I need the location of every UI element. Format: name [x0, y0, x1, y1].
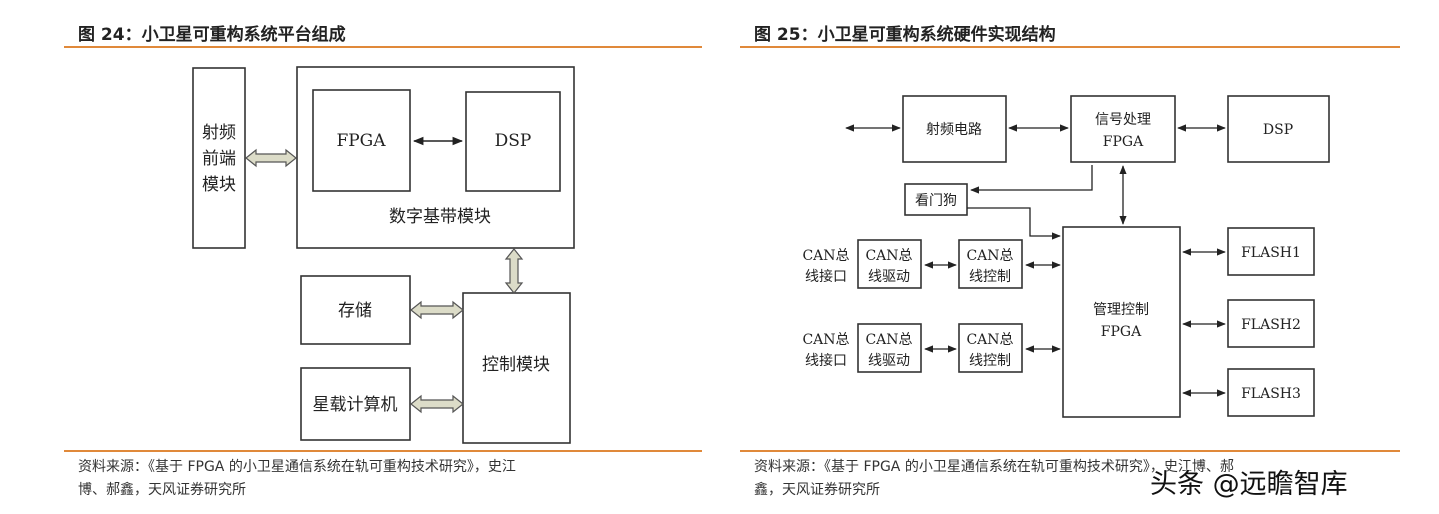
figure-25-source-line-2: 鑫，天风证券研究所	[754, 482, 880, 498]
storage-label: 存储	[338, 301, 372, 321]
source-rule-right	[740, 450, 1400, 452]
figure-24-source-line-1: 资料来源：《基于 FPGA 的小卫星通信系统在轨可重构技术研究》，史江	[78, 459, 516, 475]
can-if-1-label-1: CAN总	[802, 248, 849, 264]
watchdog-label: 看门狗	[915, 193, 957, 209]
can-row-1: CAN总 线接口 CAN总 线驱动 CAN总 线控制	[802, 239, 1061, 289]
can-drv-1-label-1: CAN总	[865, 248, 912, 264]
rf-frontend-label-1: 射频	[202, 123, 236, 143]
can-ctl-2-box	[958, 323, 1023, 373]
rf-baseband-fat-arrow	[245, 148, 297, 168]
signal-fpga-box	[1070, 95, 1176, 163]
dsp-box	[465, 91, 561, 192]
flash1-label: FLASH1	[1241, 245, 1301, 261]
can-ctl-2-label-2: 线控制	[969, 353, 1011, 369]
rf-frontend-label-2: 前端	[202, 149, 236, 169]
flash1-box	[1227, 227, 1315, 276]
signal-fpga-label-1: 信号处理	[1095, 112, 1151, 128]
watchdog-mgmt-arrow	[967, 207, 1061, 240]
title-rule-left	[64, 46, 702, 48]
rf-circuit-box	[902, 95, 1007, 163]
figure-24-source-line-2: 博、郝鑫，天风证券研究所	[78, 482, 246, 498]
fig25-diagram: 射频电路 信号处理 FPGA DSP 看门狗 管理控制 FPGA FLASH1 …	[802, 95, 1330, 418]
can-ctl-1-box	[958, 239, 1023, 289]
dsp-label: DSP	[495, 131, 532, 151]
can-drv-2-box	[857, 323, 922, 373]
dsp25-label: DSP	[1263, 122, 1293, 138]
rf-frontend-box	[192, 67, 246, 249]
mgmt-fpga-label-2: FPGA	[1101, 324, 1142, 340]
control-module-box	[462, 292, 571, 444]
storage-control-fat-arrow	[410, 300, 464, 320]
fpga-label: FPGA	[336, 131, 386, 151]
rf-circuit-label: 射频电路	[926, 122, 982, 138]
can-ctl-1-label-2: 线控制	[969, 269, 1011, 285]
flash2-box	[1227, 299, 1315, 348]
onboard-computer-label: 星载计算机	[313, 395, 398, 415]
figure-24-title: 图 24：小卫星可重构系统平台组成	[78, 25, 346, 45]
figure-25-source-line-1: 资料来源：《基于 FPGA 的小卫星通信系统在轨可重构技术研究》，史江博、郝	[754, 459, 1234, 475]
control-module-label: 控制模块	[482, 355, 550, 375]
can-drv-2-label-2: 线驱动	[868, 353, 910, 369]
source-rule-left	[64, 450, 702, 452]
figure-25-source: 资料来源：《基于 FPGA 的小卫星通信系统在轨可重构技术研究》，史江博、郝 鑫…	[754, 456, 1404, 502]
can-ctl-1-label-1: CAN总	[966, 248, 1013, 264]
storage-box	[300, 275, 411, 345]
rf-frontend-label-3: 模块	[202, 175, 236, 195]
mgmt-fpga-label-1: 管理控制	[1093, 302, 1149, 318]
baseband-control-fat-arrow	[504, 248, 524, 294]
computer-control-fat-arrow	[410, 394, 464, 414]
signal-fpga-label-2: FPGA	[1103, 134, 1144, 150]
watchdog-box	[904, 183, 968, 216]
flash2-label: FLASH2	[1241, 317, 1301, 333]
fpga-box	[312, 89, 411, 192]
digital-baseband-label: 数字基带模块	[389, 207, 491, 227]
can-drv-1-box	[857, 239, 922, 289]
fig24-diagram: 射频 前端 模块 FPGA DSP 数字基带模块 存储 星载计算机 控制模块	[192, 66, 575, 444]
flash3-label: FLASH3	[1241, 386, 1301, 402]
dsp25-box	[1227, 95, 1330, 163]
title-rule-right	[740, 46, 1400, 48]
signal-watchdog-arrow	[970, 165, 1093, 194]
mgmt-fpga-box	[1062, 226, 1181, 418]
figure-25-title: 图 25：小卫星可重构系统硬件实现结构	[754, 25, 1056, 45]
can-row-2: CAN总 线接口 CAN总 线驱动 CAN总 线控制	[802, 323, 1061, 373]
onboard-computer-box	[300, 367, 411, 441]
can-drv-1-label-2: 线驱动	[868, 269, 910, 285]
can-if-2-label-2: 线接口	[805, 352, 847, 369]
can-if-1-label-2: 线接口	[805, 268, 847, 285]
can-ctl-2-label-1: CAN总	[966, 332, 1013, 348]
can-drv-2-label-1: CAN总	[865, 332, 912, 348]
figure-24-source: 资料来源：《基于 FPGA 的小卫星通信系统在轨可重构技术研究》，史江 博、郝鑫…	[78, 456, 698, 502]
watermark: 头条 @远瞻智库	[1150, 469, 1348, 500]
flash3-box	[1227, 368, 1315, 417]
can-if-2-label-1: CAN总	[802, 332, 849, 348]
